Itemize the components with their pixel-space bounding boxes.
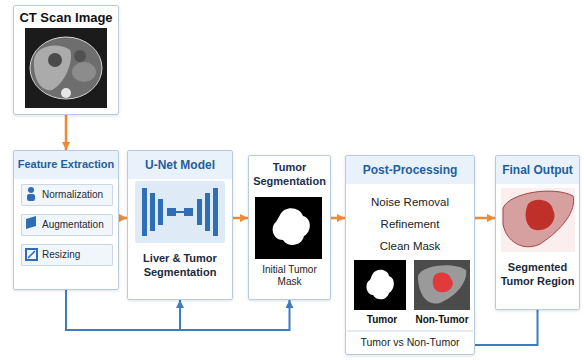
flow-arrow [119,217,127,220]
step-label: Noise Removal [348,196,472,210]
process-panel: Post-ProcessingNoise RemovalRefinementCl… [345,155,475,355]
step-box: Augmentation [21,214,113,236]
thumbnail-label: Tumor [354,314,410,326]
flow-arrow [233,217,248,220]
input-box: CT Scan Image [13,5,119,115]
panel-title: Final Output [498,163,577,177]
flow-arrow [475,310,538,345]
model-panel: U-Net ModelLiver & Tumor Segmentation [127,150,233,300]
panel-title: U-Net Model [130,158,230,172]
step-label: Clean Mask [348,240,472,254]
step-label: Refinement [348,218,472,232]
output-caption: Segmented Tumor Region [498,260,577,288]
thumbnail-label: Non-Tumor [412,314,472,326]
step-label: Resizing [42,249,110,261]
model-caption: Liver & Tumor Segmentation [131,251,229,279]
step-label: Normalization [42,189,110,201]
panel-title: Feature Extraction [15,158,117,171]
flow-arrow [331,217,345,220]
panel-title: Tumor Segmentation [251,160,328,188]
ct-scan-picture [25,28,107,108]
output-panel: Final OutputSegmented Tumor Region [495,155,580,310]
tumor-mask [255,197,322,259]
result-panel: Tumor SegmentationInitial Tumor Mask [248,155,331,300]
panel-footer: Tumor vs Non-Tumor [348,336,472,349]
step-box: Resizing [21,244,113,266]
step-box: Normalization [21,184,113,206]
mask-caption: Initial Tumor Mask [251,264,328,288]
panel-title: Post-Processing [348,163,472,177]
flow-arrow [475,217,495,220]
flow-arrow [65,115,68,150]
step-label: Augmentation [42,219,110,231]
process-panel: Feature ExtractionNormalizationAugmentat… [13,150,119,290]
box-title: CT Scan Image [16,10,116,26]
